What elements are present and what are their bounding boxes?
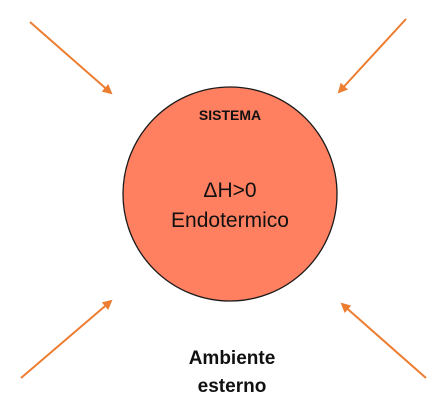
arrow-bottom-left	[20, 299, 113, 379]
arrow-bottom-right	[340, 302, 427, 379]
system-circle	[122, 86, 338, 302]
environment-label-line2: esterno	[198, 376, 267, 397]
system-label: SISTEMA	[199, 107, 261, 123]
arrow-top-left	[29, 21, 113, 95]
process-type-label: Endotermico	[171, 209, 289, 232]
enthalpy-label: ΔH>0	[203, 179, 256, 202]
arrow-top-right	[337, 18, 407, 94]
environment-label-line1: Ambiente	[189, 348, 276, 369]
